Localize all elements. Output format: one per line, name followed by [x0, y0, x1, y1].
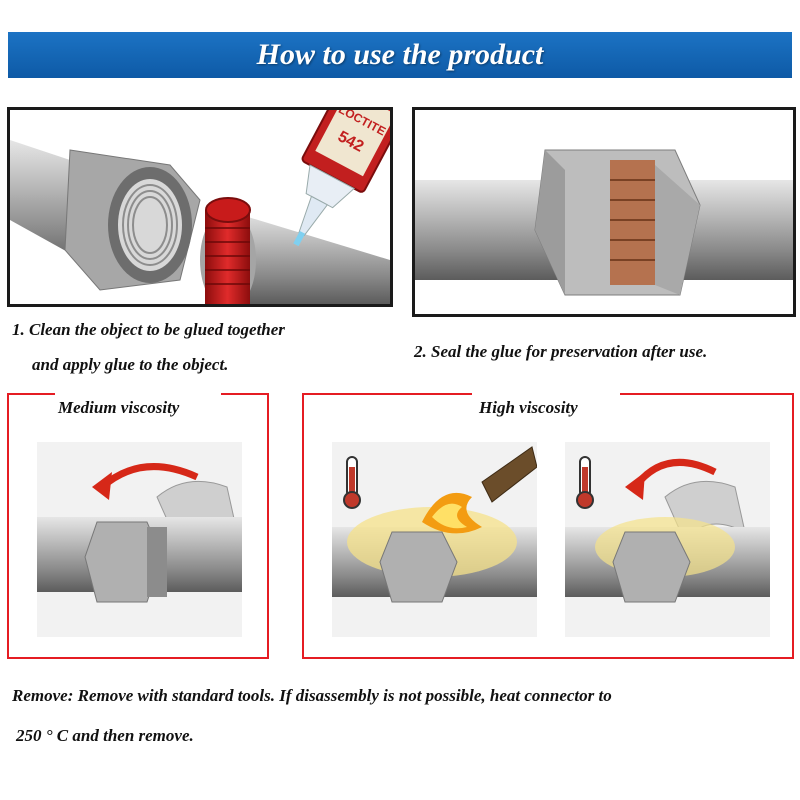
- banner-title: How to use the product: [256, 38, 544, 71]
- medium-viscosity-frame: [7, 393, 269, 659]
- step1-illustration: LOCTITE 542: [7, 107, 393, 307]
- remove-line2: 250 ° C and then remove.: [16, 726, 194, 745]
- apply-glue-picture: LOCTITE 542: [10, 110, 390, 304]
- sealed-joint-picture: [415, 149, 793, 296]
- step2-caption: 2. Seal the glue for preservation after …: [414, 342, 708, 361]
- high-viscosity-frame: [302, 393, 794, 659]
- title-banner: How to use the product: [8, 32, 792, 78]
- remove-instructions: Remove: Remove with standard tools. If d…: [12, 676, 792, 756]
- step2-illustration: [412, 107, 796, 317]
- heat-connector-illustration: [332, 442, 537, 637]
- wrench-removal-medium: [37, 442, 242, 637]
- high-viscosity-title: High viscosity: [479, 398, 578, 417]
- remove-line1: Remove: Remove with standard tools. If d…: [12, 686, 612, 705]
- step1-caption-line1: 1. Clean the object to be glued together: [12, 320, 285, 339]
- wrench-removal-high: [565, 442, 770, 637]
- step1-caption-line2: and apply glue to the object.: [32, 355, 229, 374]
- medium-viscosity-title: Medium viscosity: [58, 398, 180, 417]
